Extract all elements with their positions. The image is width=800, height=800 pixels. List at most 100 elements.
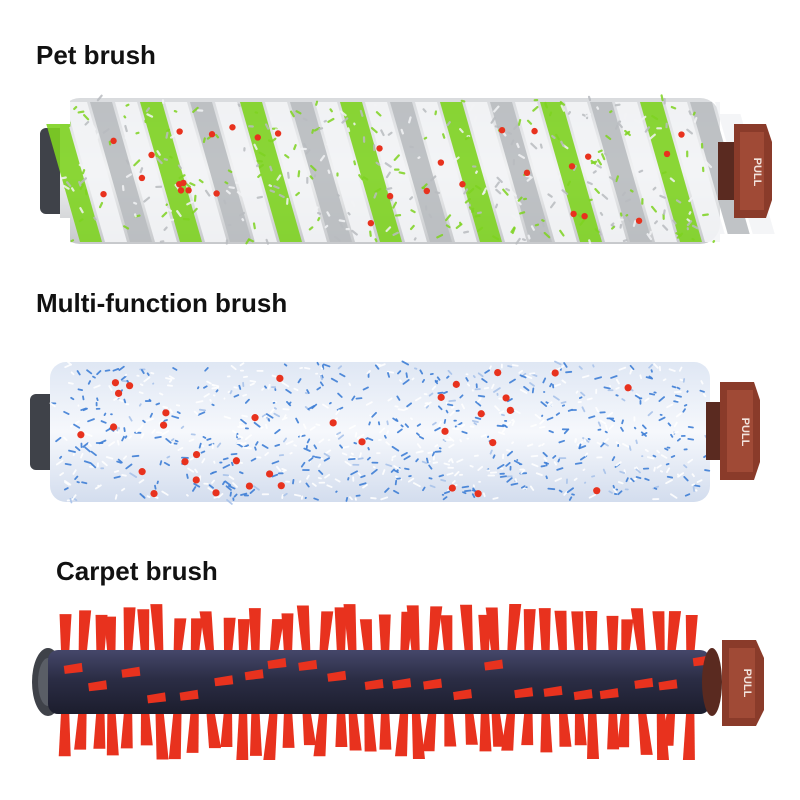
bristle-stripe [590,102,652,242]
bristle-fiber [342,445,350,449]
bristle-fiber [477,372,484,378]
red-tuft [148,151,155,159]
bristle-fiber [416,423,422,427]
bristle-tuft-bottom [574,710,587,746]
bristle-fiber [112,367,120,372]
bristle-fiber [249,382,255,386]
bristle-fiber [477,465,484,471]
bristle-tuft-bottom [120,710,133,749]
bristle-fiber [400,424,404,428]
bristle-fiber [86,369,93,375]
bristle-fiber [407,477,415,483]
bristle-fiber [675,199,682,204]
bristle-tuft-bottom [364,710,377,752]
bristle-fiber [391,445,400,452]
bristle-fiber [113,469,120,473]
bristle-fiber [357,457,364,460]
bristle-fiber [168,379,173,383]
bristle-tuft-bottom [661,710,676,746]
bristle-fiber [202,435,207,439]
bristle-fiber [531,463,539,468]
bristle-tuft-top [571,611,584,654]
bristle-fiber [556,467,564,471]
bristle-fiber [197,411,206,416]
bristle-fiber [264,385,267,389]
bristle-fiber [412,482,421,488]
bristle-fiber [560,401,567,404]
bristle-fiber [529,372,536,375]
bristle-fiber [244,398,250,404]
bristle-fiber [59,472,64,477]
bristle-fiber [283,414,287,419]
bristle-stripe [215,102,277,242]
red-tuft [474,490,482,498]
bristle-fiber [236,191,244,198]
bristle-fiber [358,174,364,181]
bristle-fiber [652,454,657,458]
bristle-fiber [370,127,378,134]
bristle-fiber [424,401,432,408]
bristle-fiber [281,381,290,388]
bristle-tufts-back [58,604,698,760]
bristle-fiber [146,372,150,376]
bristle-fiber [386,370,394,374]
end-cap: PULL [706,382,760,480]
bristle-fiber [609,110,613,114]
bristle-fiber [660,94,664,102]
bristle-fiber [644,448,649,453]
bristle-tufts [0,84,800,254]
bristle-fiber [644,397,650,402]
bristle-fiber [658,416,666,422]
bristle-tuft-front [423,678,443,690]
bristle-fiber [513,459,521,465]
bristle-fiber [702,213,709,217]
end-cap: PULL [702,640,764,726]
bristle-fiber [192,106,199,113]
bristle-fiber [481,378,488,384]
bristle-fiber [494,405,500,412]
bristle-fiber [91,124,97,131]
bristle-fiber [70,396,75,401]
bristle-fiber [242,393,248,397]
bristle-fiber [474,416,482,420]
red-tuft [265,470,274,478]
bristle-fiber [128,416,133,422]
red-tuft [437,393,445,401]
bristle-fiber [339,372,346,378]
red-tuft [593,487,601,495]
red-tuft [245,482,254,490]
bristle-fiber [547,401,553,405]
bristle-fiber [321,374,324,379]
bristle-tuft-bottom [58,710,71,757]
bristle-fiber [90,450,97,457]
bristle-fiber [601,153,606,161]
bristle-fiber [559,100,566,106]
bristle-fiber [397,408,405,412]
bristle-tuft-bottom [464,710,478,745]
bristle-fiber [249,379,257,383]
bristle-fiber [143,196,151,203]
bristle-tuft-bottom [186,710,199,753]
bristle-fiber [129,472,138,478]
bristle-fiber [428,477,433,480]
bristle-fiber [74,475,79,480]
bristle-fiber [445,224,451,229]
bristle-fiber [230,461,234,466]
bristle-fiber [350,470,358,476]
carpet-brush-label: Carpet brush [56,556,218,586]
bristle-fiber [449,169,453,178]
bristle-tuft-bottom [682,710,695,760]
bristle-fiber [549,382,553,388]
bristle-fiber [437,420,442,427]
bristle-tuft-bottom [249,710,262,756]
bristle-fiber [475,401,482,407]
bristle-fiber [542,377,547,384]
bristle-fiber [676,232,684,239]
bristle-fiber [224,480,232,487]
bristle-fiber [138,424,144,431]
bristle-fiber [148,398,152,402]
bristle-fiber [618,366,627,371]
bristle-fiber [691,473,695,478]
bristle-fiber [79,177,88,184]
bristle-fiber [142,419,146,424]
